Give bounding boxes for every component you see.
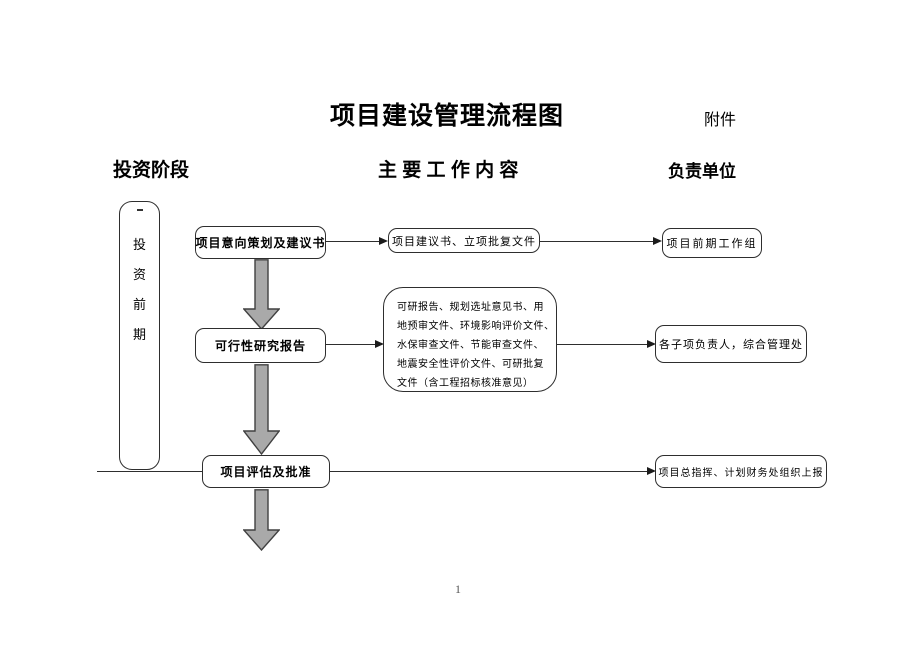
stage-sidebar-box: 投 资 前 期 — [119, 201, 160, 470]
flow-box-project-intent: 项目意向策划及建议书 — [195, 226, 326, 259]
arrowhead-right-icon — [647, 340, 656, 348]
work-line: 可研报告、规划选址意见书、用 — [397, 302, 544, 313]
arrowhead-right-icon — [379, 237, 388, 245]
stage-char: 前 — [132, 297, 146, 312]
connector-line — [326, 241, 380, 243]
unit-box-row3: 项目总指挥、计划财务处组织上报 — [655, 455, 827, 488]
work-line: 水保审查文件、节能审查文件、 — [397, 340, 544, 351]
connector-line — [326, 344, 376, 346]
unit-box-row2: 各子项负责人，综合管理处 — [655, 325, 807, 363]
thick-down-arrow-icon — [243, 489, 280, 551]
arrowhead-right-icon — [647, 467, 656, 475]
column-header-responsible-unit: 负责单位 — [668, 162, 736, 181]
tick-mark — [136, 209, 143, 211]
flow-box-project-evaluation: 项目评估及批准 — [202, 455, 330, 488]
stage-char: 期 — [132, 327, 146, 342]
column-header-investment-stage: 投资阶段 — [113, 160, 190, 181]
stage-char: 资 — [132, 267, 146, 282]
arrowhead-right-icon — [653, 237, 662, 245]
thick-down-arrow-icon — [243, 259, 280, 330]
work-line: 地预审文件、环境影响评价文件、 — [397, 321, 555, 332]
thick-down-arrow-icon — [243, 364, 280, 455]
stage-char: 投 — [132, 237, 146, 252]
work-line: 文件（含工程招标核准意见） — [397, 378, 534, 389]
page-number: 1 — [455, 582, 461, 596]
work-line: 地震安全性评价文件、可研批复 — [397, 359, 544, 370]
connector-line — [97, 471, 202, 473]
work-box-row1: 项目建议书、立项批复文件 — [388, 228, 540, 253]
work-box-row2: 可研报告、规划选址意见书、用 地预审文件、环境影响评价文件、 水保审查文件、节能… — [383, 287, 557, 392]
connector-line — [330, 471, 648, 473]
connector-line — [557, 344, 648, 346]
unit-box-row1: 项目前期工作组 — [662, 228, 762, 258]
flow-box-feasibility-study: 可行性研究报告 — [195, 328, 326, 363]
column-header-main-work: 主 要 工 作 内 容 — [378, 160, 519, 181]
connector-line — [540, 241, 654, 243]
page-title: 项目建设管理流程图 — [330, 102, 565, 130]
arrowhead-right-icon — [375, 340, 384, 348]
attachment-label: 附件 — [704, 112, 737, 129]
